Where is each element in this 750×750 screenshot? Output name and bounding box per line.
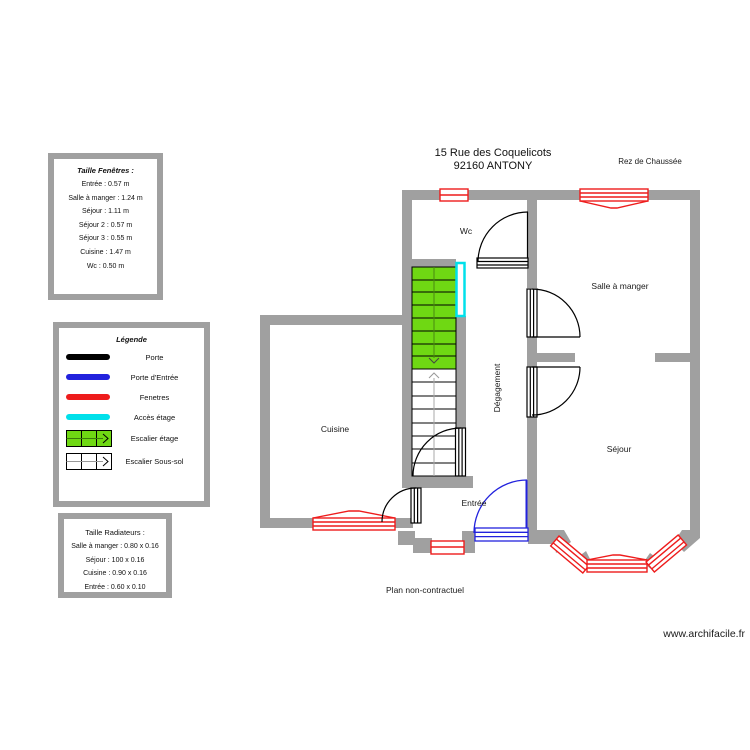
wall-top <box>402 190 700 200</box>
window-sejour-bay-right <box>645 534 688 573</box>
door-swatch <box>66 354 112 360</box>
door-basement-stairs <box>412 427 467 477</box>
window-entree <box>430 540 465 555</box>
wall-divider-right <box>655 353 700 362</box>
window-size-item: Salle à manger : 1.24 m <box>68 194 143 202</box>
legend-row-escalier-etage: Escalier étage <box>59 427 204 450</box>
wall-cuisine-top <box>260 315 412 325</box>
wall-corridor-mid <box>527 337 537 367</box>
wall-stairs-right <box>456 316 466 488</box>
radiator-sizes-panel: Taille Radiateurs : Salle à manger : 0.8… <box>58 513 172 598</box>
wall-entree-a2 <box>413 538 432 553</box>
room-label-cuisine: Cuisine <box>320 424 350 434</box>
window-size-item: Cuisine : 1.47 m <box>80 248 131 256</box>
floor-label: Rez de Chaussée <box>618 157 682 166</box>
window-sizes-panel: Taille Fenêtres : Entrée : 0.57 m Salle … <box>48 153 163 300</box>
floor-access-marker <box>455 261 466 318</box>
window-size-item: Séjour 3 : 0.55 m <box>78 235 133 243</box>
stairs-to-basement <box>411 368 457 477</box>
window-wc <box>439 188 469 202</box>
door-entree <box>473 479 529 542</box>
window-salle-a-manger-bay <box>579 188 649 209</box>
wall-divider-left <box>530 353 575 362</box>
wall-corridor-upper <box>527 190 537 288</box>
radiator-size-item: Entrée : 0.60 x 0.10 <box>84 583 146 591</box>
door-degagement-salle-a-manger <box>526 288 581 338</box>
radiator-size-item: Salle à manger : 0.80 x 0.16 <box>71 543 159 550</box>
entry-door-swatch <box>66 374 112 380</box>
room-label-salle-a-manger: Salle à manger <box>591 281 649 291</box>
stairs-to-upper-floor <box>411 266 457 370</box>
legend-row-porte: Porte <box>59 347 204 367</box>
wall-entree-c <box>528 530 555 544</box>
stairs-down-arrow <box>428 357 440 364</box>
doors <box>381 211 581 524</box>
radiator-size-item: Cuisine : 0.90 x 0.16 <box>83 570 147 578</box>
address-line-2: 92160 ANTONY <box>453 160 533 172</box>
room-label-wc: Wc <box>459 226 473 236</box>
room-label-entree: Entrée <box>461 498 487 508</box>
window-size-item: Entrée : 0.57 m <box>81 181 130 188</box>
legend-panel: Légende Porte Porte d'Entrée Fenetres Ac… <box>53 322 210 507</box>
window-swatch <box>66 394 112 400</box>
stairs-up-arrow <box>428 372 440 379</box>
white-stairs-icon <box>66 453 112 470</box>
wall-corridor-lower <box>527 417 537 533</box>
legend-row-escalier-sous-sol: Escalier Sous-sol <box>59 450 204 473</box>
green-stairs-icon <box>66 430 112 447</box>
window-size-item: Séjour 2 : 0.57 m <box>78 221 133 229</box>
window-sizes-title: Taille Fenêtres : <box>77 166 134 175</box>
legend-title: Légende <box>116 335 147 344</box>
legend-row-acces-etage: Accès étage <box>59 407 204 427</box>
wall-entree-b <box>462 531 475 553</box>
legend-row-fenetres: Fenetres <box>59 387 204 407</box>
disclaimer-text: Plan non-contractuel <box>386 585 464 595</box>
window-cuisine-bay <box>312 510 396 531</box>
window-sejour-bay-left <box>549 535 593 574</box>
door-degagement-sejour <box>526 366 581 418</box>
door-wc <box>476 211 529 269</box>
wall-cuisine-left <box>260 315 270 528</box>
plan-address-title: 15 Rue des Coquelicots 92160 ANTONY <box>393 147 593 173</box>
wall-stairs-bottom <box>402 476 473 488</box>
floor-access-swatch <box>66 414 112 420</box>
window-size-item: Wc : 0.50 m <box>86 262 125 270</box>
radiator-size-item: Séjour : 100 x 0.16 <box>85 556 145 564</box>
window-sejour-bay-middle <box>586 554 648 573</box>
wall-entree-a1 <box>398 531 415 545</box>
address-line-1: 15 Rue des Coquelicots <box>434 147 552 159</box>
wall-left <box>402 190 412 488</box>
room-label-sejour: Séjour <box>606 444 632 454</box>
wall-wc-bottom <box>402 259 456 269</box>
window-size-item: Séjour : 1.11 m <box>82 208 129 216</box>
room-label-degagement: Dégagement <box>492 363 502 413</box>
radiator-sizes-title: Taille Radiateurs : <box>85 528 145 537</box>
website-text: www.archifacile.fr <box>663 628 745 640</box>
legend-row-porte-entree: Porte d'Entrée <box>59 367 204 387</box>
windows <box>312 188 688 574</box>
door-cuisine <box>381 487 422 524</box>
